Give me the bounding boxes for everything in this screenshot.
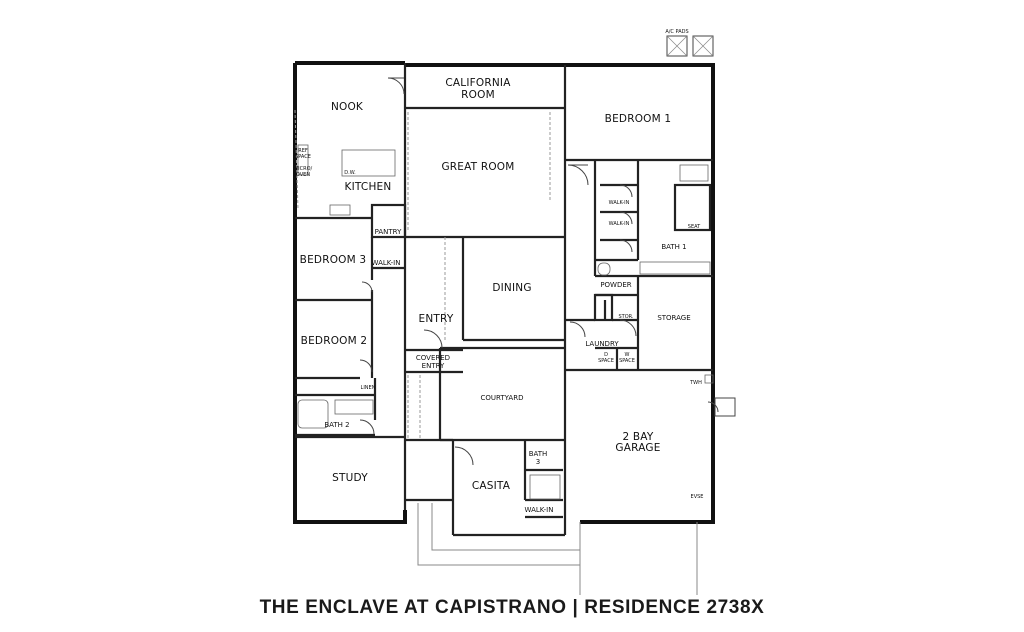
label-stor: STOR. xyxy=(618,314,633,320)
label-kitchen: KITCHEN xyxy=(345,181,392,193)
label-great-room: GREAT ROOM xyxy=(441,161,514,173)
label-dw: D.W. xyxy=(344,170,356,176)
label-entry: ENTRY xyxy=(419,313,454,325)
label-garage: 2 BAY xyxy=(622,431,653,443)
label-evse: EVSE xyxy=(691,494,704,500)
label-ref-space: REF xyxy=(298,148,308,154)
label-laundry: LAUNDRY xyxy=(585,340,619,348)
label-california-room-2: ROOM xyxy=(461,89,495,101)
label-micro-oven: MICRO/ xyxy=(294,166,313,172)
label-bath-3: BATH xyxy=(529,450,548,458)
ac-pads: A/C PADS xyxy=(665,29,714,57)
label-walk-in-2: WALK-IN xyxy=(609,221,630,227)
label-california-room: CALIFORNIA xyxy=(445,77,511,89)
plan-title: THE ENCLAVE AT CAPISTRANO | RESIDENCE 27… xyxy=(259,597,765,618)
label-walk-in-casita: WALK-IN xyxy=(525,506,554,514)
label-walk-in-bed3: WALK-IN xyxy=(372,259,401,267)
label-bedroom-3: BEDROOM 3 xyxy=(300,254,367,266)
label-bath-2: BATH 2 xyxy=(324,421,349,429)
label-dining: DINING xyxy=(492,282,531,294)
label-covered-entry-2: ENTRY xyxy=(422,362,445,370)
label-micro-oven-2: OVEN xyxy=(296,172,310,178)
label-study: STUDY xyxy=(332,472,368,484)
label-linen: LINEN xyxy=(361,385,376,391)
label-walk-in-1: WALK-IN xyxy=(609,200,630,206)
room-labels: CALIFORNIA ROOM NOOK KITCHEN GREAT ROOM … xyxy=(300,77,701,514)
label-courtyard: COURTYARD xyxy=(481,394,524,402)
label-bedroom-1: BEDROOM 1 xyxy=(605,113,672,125)
label-casita: CASITA xyxy=(472,480,511,492)
label-garage-2: GARAGE xyxy=(615,442,660,454)
label-w-space: W xyxy=(625,352,630,358)
label-d-space-2: SPACE xyxy=(598,358,614,364)
label-ref-space-2: SPACE xyxy=(295,154,311,160)
label-nook: NOOK xyxy=(331,101,364,113)
label-covered-entry: COVERED xyxy=(416,354,450,362)
ac-pads-label: A/C PADS xyxy=(665,29,688,35)
label-d-space: D xyxy=(604,352,608,358)
fixture-labels: TWH EVSE D.W. REF SPACE MICRO/ OVEN D SP… xyxy=(294,148,704,500)
label-pantry: PANTRY xyxy=(375,228,402,236)
exterior-walls xyxy=(293,61,715,524)
openings xyxy=(294,109,551,440)
label-bedroom-2: BEDROOM 2 xyxy=(301,335,368,347)
label-seat: SEAT xyxy=(688,224,701,230)
walkways xyxy=(417,503,698,595)
door-swings xyxy=(359,77,736,466)
fixtures xyxy=(297,144,714,500)
label-w-space-2: SPACE xyxy=(619,358,635,364)
label-bath-1: BATH 1 xyxy=(661,243,686,251)
interior-walls xyxy=(295,63,713,537)
label-twh: TWH xyxy=(689,380,702,386)
label-powder: POWDER xyxy=(600,281,631,289)
label-bath-3-num: 3 xyxy=(536,458,540,466)
label-storage: STORAGE xyxy=(657,314,690,322)
